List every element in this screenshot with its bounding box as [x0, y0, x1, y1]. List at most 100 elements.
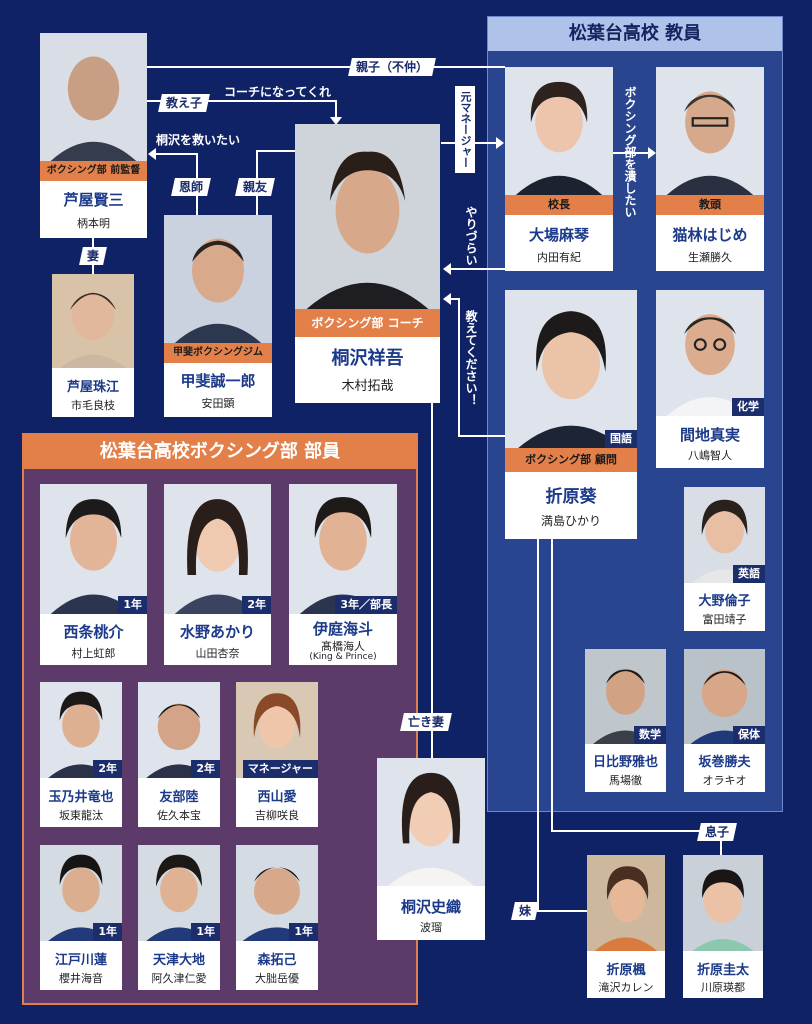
actor-kaede: 滝沢カレン: [598, 981, 654, 994]
name-tamanoi: 玉乃井竜也: [48, 790, 114, 805]
card-tomobe[interactable]: 2年 友部陸 佐久本宝: [138, 682, 220, 827]
name-mori: 森拓己: [257, 953, 297, 968]
label-oshiego-text: 教え子: [166, 96, 203, 110]
card-kaede[interactable]: 折原楓 滝沢カレン: [587, 855, 665, 998]
actor-kirisawa: 木村拓哉: [341, 379, 394, 394]
line-shinyu-h: [256, 150, 296, 152]
text-save-kirisawa: 桐沢を救いたい: [156, 133, 241, 147]
actor-ashiya-wife: 市毛良枝: [71, 399, 115, 412]
card-ashiya-wife[interactable]: 芦屋珠江 市毛良枝: [52, 274, 134, 417]
portrait-orihara: [505, 290, 637, 448]
name-amatsu: 天津大地: [152, 953, 205, 968]
badge-tomobe: 2年: [191, 760, 220, 778]
card-nishiyama[interactable]: マネージャー 西山愛 吉柳咲良: [236, 682, 318, 827]
portrait-shiori: [377, 758, 485, 886]
name-kirisawa: 桐沢祥吾: [331, 348, 404, 369]
actor-mori: 大朏岳優: [255, 972, 299, 985]
line-imouto-h: [537, 910, 587, 912]
card-saijo[interactable]: 1年 西条桃介 村上虹郎: [40, 484, 147, 665]
name-maji: 間地真実: [679, 426, 740, 444]
card-iba[interactable]: 3年／部長 伊庭海斗 髙橋海人 (King & Prince): [289, 484, 397, 665]
portrait-keita: [683, 855, 763, 951]
name-shiori: 桐沢史織: [400, 898, 461, 916]
badge-nishiyama: マネージャー: [242, 760, 318, 778]
portrait-ashiya: [40, 33, 147, 161]
line-teach-bottom: [458, 435, 505, 437]
badge-tamanoi: 2年: [93, 760, 122, 778]
card-amatsu[interactable]: 1年 天津大地 阿久津仁愛: [138, 845, 220, 990]
actor-saijo: 村上虹郎: [71, 647, 116, 660]
card-kirisawa[interactable]: ボクシング部 コーチ 桐沢祥吾 木村拓哉: [295, 124, 440, 403]
name-keita: 折原圭太: [696, 963, 749, 978]
portrait-saijo: [40, 484, 147, 614]
name-mizuno: 水野あかり: [179, 623, 255, 641]
portrait-kai: [164, 215, 272, 343]
actor-kai: 安田顕: [201, 397, 235, 410]
line-oyako: [147, 66, 505, 68]
actor-iba: 髙橋海人: [321, 640, 365, 653]
card-kai[interactable]: 甲斐ボクシングジム 甲斐誠一郎 安田顕: [164, 215, 272, 417]
line-save: [156, 153, 196, 155]
card-orihara[interactable]: 国語 ボクシング部 顧問 折原葵 満島ひかり: [505, 290, 637, 539]
card-oba[interactable]: 校長 大場麻琴 内田有紀: [505, 67, 613, 271]
label-naki-tsuma-text: 亡き妻: [408, 715, 445, 729]
card-ono[interactable]: 英語 大野倫子 富田靖子: [684, 487, 765, 631]
badge-hibino: 数学: [634, 726, 666, 744]
line-musuko-v: [551, 539, 553, 831]
badge-iba: 3年／部長: [335, 596, 397, 614]
card-nekobayashi[interactable]: 教頭 猫林はじめ 生瀬勝久: [656, 67, 764, 271]
portrait-kirisawa: [295, 124, 440, 309]
actor-ono: 富田靖子: [702, 613, 747, 626]
actor-nekobayashi: 生瀬勝久: [688, 251, 732, 264]
actor-oba: 内田有紀: [537, 251, 581, 264]
label-musuko-text: 息子: [705, 825, 730, 839]
role-ashiya: ボクシング部 前監督: [40, 161, 147, 181]
label-musuko: 息子: [697, 823, 737, 841]
card-sakamaki[interactable]: 保体 坂巻勝夫 オラキオ: [684, 649, 765, 792]
name-nishiyama: 西山愛: [257, 790, 297, 805]
role-oba: 校長: [505, 195, 613, 215]
label-tsuma-text: 妻: [87, 249, 100, 263]
line-coach-request: [147, 100, 337, 102]
badge-orihara: 国語: [605, 430, 637, 448]
badge-maji: 化学: [732, 398, 764, 416]
text-yarizurai: やりづらい: [464, 206, 478, 266]
line-yarizurai: [450, 268, 505, 270]
badge-mizuno: 2年: [242, 596, 271, 614]
card-mizuno[interactable]: 2年 水野あかり 山田杏奈: [164, 484, 271, 665]
actor-mizuno: 山田杏奈: [195, 647, 240, 660]
students-panel-title: 松葉台高校ボクシング部 部員: [24, 435, 416, 469]
name-kaede: 折原楓: [606, 963, 646, 978]
actor-orihara: 満島ひかり: [540, 514, 601, 528]
role-kai: 甲斐ボクシングジム: [164, 343, 272, 363]
card-hibino[interactable]: 数学 日比野雅也 馬場徹: [585, 649, 666, 792]
name-sakamaki: 坂巻勝夫: [698, 755, 751, 770]
label-moto-manager: 元マネージャー: [455, 86, 475, 173]
card-maji[interactable]: 化学 間地真実 八嶋智人: [656, 290, 764, 468]
text-teach-me: 教えてください！: [464, 310, 478, 406]
actor-amatsu: 阿久津仁愛: [151, 972, 207, 985]
label-imouto-text: 妹: [519, 904, 532, 918]
arrow-to-ashiya: [148, 148, 156, 160]
card-tamanoi[interactable]: 2年 玉乃井竜也 坂東龍汰: [40, 682, 122, 827]
badge-amatsu: 1年: [191, 923, 220, 941]
arrow-teach: [443, 293, 451, 305]
label-shinyu-text: 親友: [243, 180, 268, 194]
text-coach-request: コーチになってくれ: [224, 85, 332, 99]
card-shiori[interactable]: 桐沢史織 波瑠: [377, 758, 485, 940]
card-ashiya[interactable]: ボクシング部 前監督 芦屋賢三 柄本明: [40, 33, 147, 238]
badge-sakamaki: 保体: [733, 726, 765, 744]
name-hibino: 日比野雅也: [592, 755, 658, 770]
actor-sakamaki: オラキオ: [702, 774, 747, 787]
line-teach-top: [450, 298, 460, 300]
badge-saijo: 1年: [118, 596, 147, 614]
portrait-ashiya-wife: [52, 274, 134, 368]
card-mori[interactable]: 1年 森拓己 大朏岳優: [236, 845, 318, 990]
card-edogawa[interactable]: 1年 江戸川蓮 櫻井海音: [40, 845, 122, 990]
name-orihara: 折原葵: [545, 487, 597, 507]
card-keita[interactable]: 折原圭太 川原瑛都: [683, 855, 763, 998]
actor-keita: 川原瑛都: [701, 981, 745, 994]
portrait-oba: [505, 67, 613, 195]
badge-mori: 1年: [289, 923, 318, 941]
name-ashiya: 芦屋賢三: [63, 191, 124, 209]
